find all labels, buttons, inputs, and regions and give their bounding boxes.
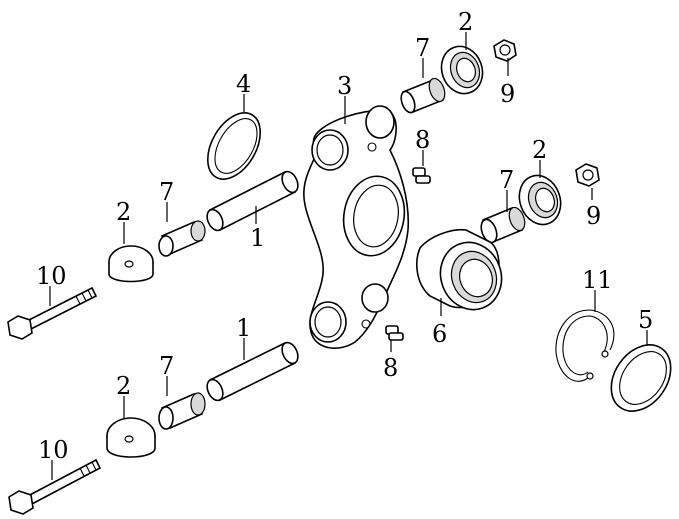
callout-2-lower-left: 2 xyxy=(116,372,131,400)
snap-ring-11 xyxy=(555,309,615,382)
callout-9-mid: 9 xyxy=(586,202,601,230)
callout-7-upper-left: 7 xyxy=(159,178,174,206)
callout-6: 6 xyxy=(432,320,447,348)
pin-1-bottom xyxy=(206,341,299,402)
callout-2-mid-right: 2 xyxy=(532,136,547,164)
bushing-7-upper-left xyxy=(158,220,206,257)
callout-5: 5 xyxy=(638,306,653,334)
seal-ring-4 xyxy=(206,112,262,180)
callout-7-lower-left: 7 xyxy=(159,352,174,380)
nut-9-top xyxy=(493,39,517,62)
callout-10-top: 10 xyxy=(36,262,67,290)
bearing-6 xyxy=(416,228,503,311)
washer-2-mid-right xyxy=(518,174,562,226)
callout-3: 3 xyxy=(337,72,352,100)
grease-nipple-8-top xyxy=(412,167,431,184)
oil-seal-5 xyxy=(610,344,672,412)
callout-2-upper-left: 2 xyxy=(116,198,131,226)
nut-9-mid xyxy=(575,163,600,187)
callout-10-bottom: 10 xyxy=(38,436,69,464)
bolt-10-top xyxy=(7,286,98,340)
callout-2-top-right: 2 xyxy=(458,8,473,36)
callout-7-mid-right: 7 xyxy=(499,166,514,194)
callout-7-top-right: 7 xyxy=(415,34,430,62)
bushing-7-mid-right xyxy=(480,206,526,244)
callout-8-bottom: 8 xyxy=(383,354,398,382)
rocker-link-3 xyxy=(303,105,410,349)
callout-1-top: 1 xyxy=(250,224,265,252)
grease-nipple-8-bottom xyxy=(385,325,404,341)
callout-4: 4 xyxy=(236,70,251,98)
pin-1-top xyxy=(206,170,299,232)
callout-11: 11 xyxy=(582,266,613,294)
bushing-7-lower-left xyxy=(158,392,206,430)
bushing-7-top-right xyxy=(400,77,446,114)
callout-8-top: 8 xyxy=(415,126,430,154)
callout-9-top: 9 xyxy=(500,80,515,108)
bolt-10-bottom xyxy=(8,458,102,515)
washer-2-upper-left xyxy=(108,245,154,283)
washer-2-lower-left xyxy=(106,417,156,458)
washer-2-top-right xyxy=(440,45,484,95)
callout-1-bottom: 1 xyxy=(236,314,251,342)
leader-lines xyxy=(49,32,648,480)
